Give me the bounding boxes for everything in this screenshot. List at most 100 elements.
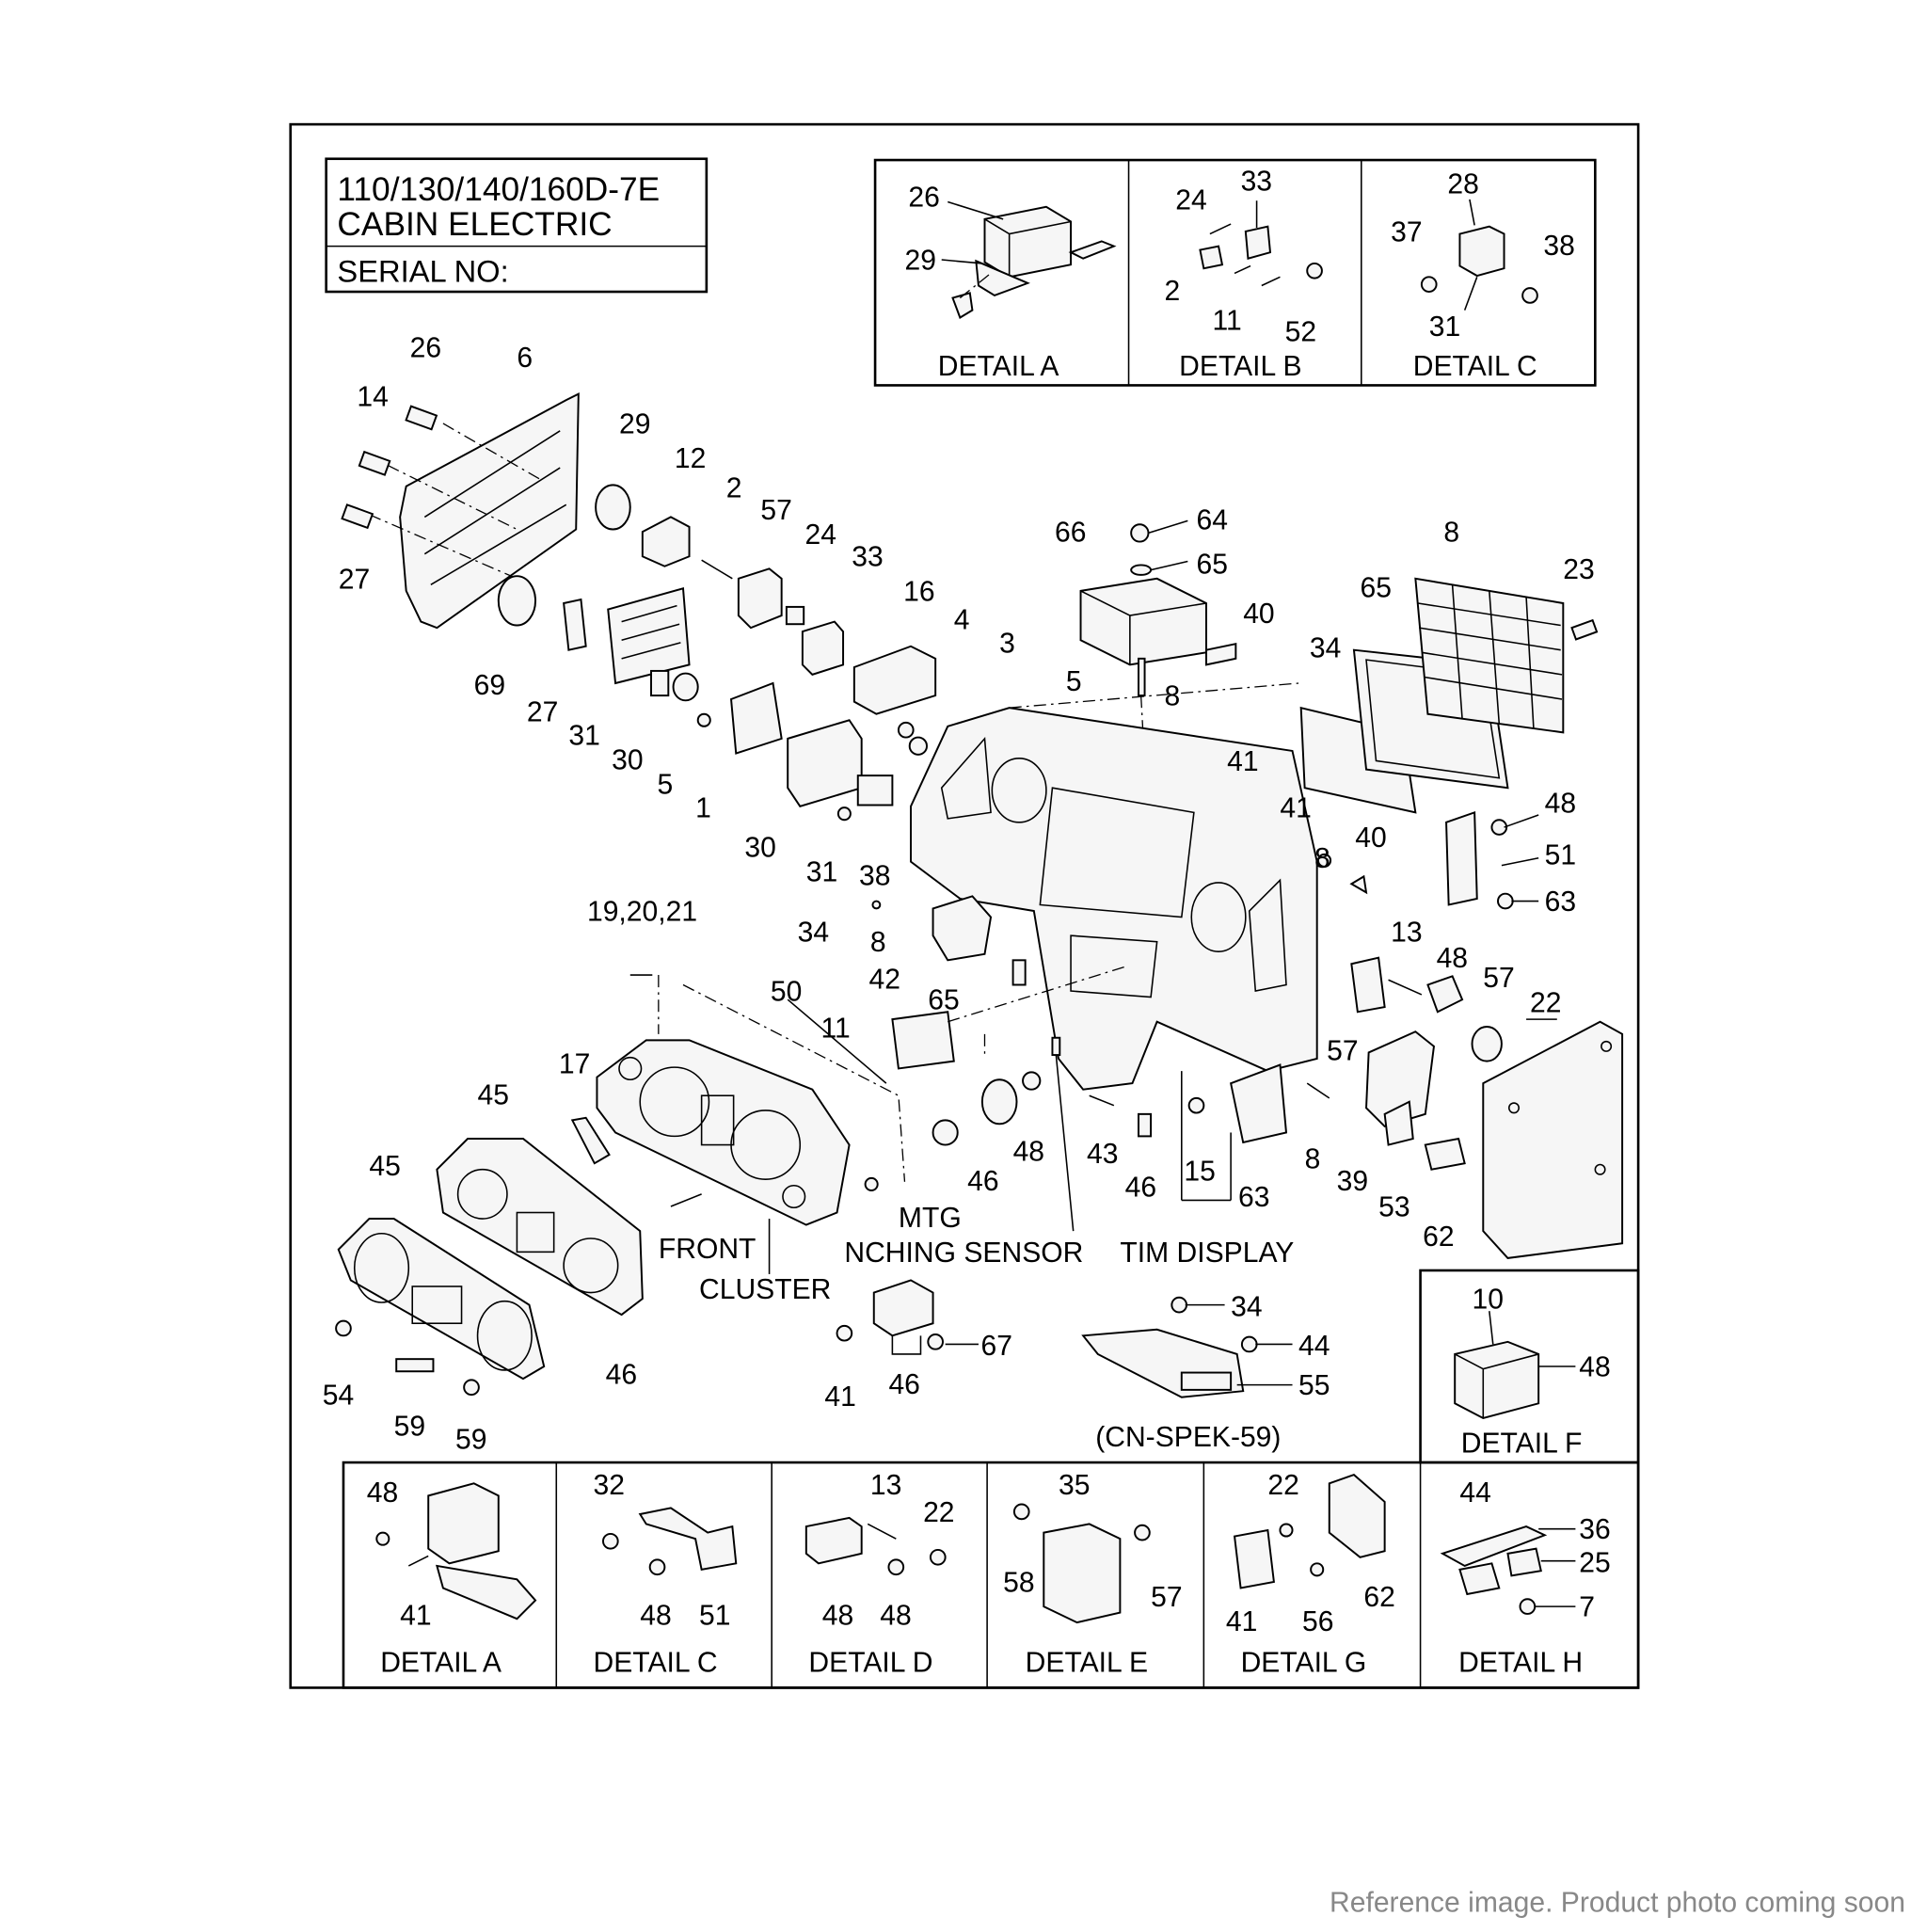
ref-number: 29: [619, 408, 650, 439]
ref-number: 41: [1226, 1606, 1257, 1637]
block-36: [1458, 1562, 1501, 1596]
leader-line: [1504, 814, 1539, 828]
clip-40: [1204, 642, 1237, 666]
panel-31: [607, 587, 691, 685]
screw-48: [1490, 819, 1508, 836]
speaker-callout: (CN-SPEK-59): [1095, 1422, 1281, 1453]
ref-number: 22: [923, 1497, 954, 1528]
screw-head: [887, 1558, 905, 1576]
ref-number: 48: [1545, 788, 1576, 819]
ref-number: 1: [695, 793, 711, 824]
screw-14: [358, 450, 391, 476]
leader-line: [1501, 856, 1539, 867]
main-exploded-view: [335, 391, 1624, 1398]
leader-line: [1009, 682, 1299, 709]
ref-number: 37: [1391, 216, 1422, 247]
leader-line: [682, 983, 906, 1182]
front-callout: FRONT: [659, 1234, 756, 1265]
detail-f: 10 48 DETAIL F: [1419, 1269, 1640, 1464]
leader-line: [1489, 1311, 1494, 1345]
clip-8: [1317, 853, 1332, 868]
top-detail-c: 28 37 38 31 DETAIL C: [1391, 168, 1575, 382]
serial-label: SERIAL NO:: [337, 254, 508, 289]
stud-13: [867, 1523, 897, 1540]
ref-number: 36: [1579, 1514, 1610, 1545]
washer-65: [1130, 564, 1153, 576]
module-35: [1043, 1523, 1122, 1624]
bracket-part: [1458, 225, 1505, 278]
dashboard-housing: [910, 707, 1318, 1091]
module-10-edges: [1454, 1353, 1539, 1418]
nut-1: [696, 712, 711, 727]
ref-number: 31: [1429, 311, 1460, 343]
ref-number: 65: [1360, 572, 1391, 603]
dashboard-vent-left: [991, 758, 1047, 823]
bracket-63: [1229, 1063, 1288, 1144]
ref-number: 24: [1175, 184, 1206, 216]
ref-number: 34: [1310, 633, 1341, 664]
ref-number: 48: [1013, 1137, 1044, 1168]
plate-41: [1233, 1528, 1275, 1589]
cluster-dial: [782, 1184, 806, 1209]
ref-number: 6: [517, 343, 533, 374]
screw-65: [1011, 959, 1027, 986]
screw-head: [929, 1548, 947, 1566]
screw-15: [1187, 1096, 1205, 1114]
screw-31: [836, 806, 852, 822]
ref-number: 41: [1280, 793, 1311, 824]
top-detail-b: 24 33 2 11 52 DETAIL B: [1164, 167, 1323, 382]
ref-number: 57: [1327, 1035, 1358, 1066]
leader-line: [1148, 519, 1188, 535]
connector-25: [1506, 1547, 1542, 1577]
ref-number: 51: [699, 1601, 730, 1632]
bottom-detail-e: 35 58 57 DETAIL E: [1003, 1470, 1182, 1678]
ref-number: 24: [805, 519, 836, 551]
pin-5: [1138, 657, 1146, 697]
relay-part: [983, 205, 1073, 279]
bulb-3: [908, 736, 928, 756]
screw-26: [405, 405, 438, 431]
cluster-dial: [618, 1056, 643, 1081]
dashboard-vent-outline: [940, 736, 992, 820]
clip-8-lower: [1306, 1082, 1330, 1099]
ref-number: 30: [612, 745, 643, 776]
ref-number: 52: [1285, 316, 1316, 347]
ref-number: 8: [1305, 1143, 1321, 1174]
ref-number: 8: [1164, 681, 1180, 712]
ref-number: 48: [1437, 943, 1468, 974]
stud-2: [701, 559, 733, 580]
bottom-detail-d: 13 22 48 48 DETAIL D: [804, 1470, 955, 1678]
leader-bracket: [891, 1335, 922, 1355]
tim-display-callout: TIM DISPLAY: [1120, 1237, 1294, 1269]
screw-34: [1171, 1296, 1188, 1314]
screw-shaft: [1234, 264, 1251, 275]
ref-number: 35: [1059, 1470, 1090, 1501]
clip-48: [1426, 975, 1464, 1014]
ring-5: [672, 672, 699, 702]
label-38: [856, 774, 894, 806]
ref-number: 48: [822, 1601, 853, 1632]
screw-56: [1310, 1562, 1325, 1577]
ref-number: 29: [904, 245, 935, 276]
ref-number: 63: [1238, 1182, 1269, 1213]
detail-caption: DETAIL H: [1458, 1647, 1583, 1678]
ref-number: 11: [821, 1014, 851, 1045]
detail-caption: DETAIL A: [380, 1647, 502, 1678]
module-30: [787, 719, 863, 807]
ref-number: 5: [1066, 666, 1082, 697]
ref-number: 26: [410, 332, 441, 363]
screw-23: [1570, 618, 1599, 641]
ref-number: 27: [339, 564, 370, 595]
detail-caption: DETAIL A: [938, 351, 1059, 382]
panel-22-hole: [1507, 1102, 1521, 1114]
ref-number: 27: [527, 697, 558, 728]
switch-12: [641, 516, 691, 567]
ref-number: 46: [1125, 1172, 1156, 1203]
callout-labels: FRONT CLUSTER MTG NCHING SENSOR TIM DISP…: [659, 1203, 1295, 1453]
ref-number: 22: [1530, 987, 1561, 1018]
bottom-detail-g: 22 41 56 62 DETAIL G: [1226, 1470, 1395, 1678]
ref-number: 34: [798, 918, 829, 949]
detail-caption: DETAIL E: [1026, 1647, 1148, 1678]
ref-number: 48: [1579, 1351, 1610, 1382]
relay-33: [801, 620, 845, 676]
